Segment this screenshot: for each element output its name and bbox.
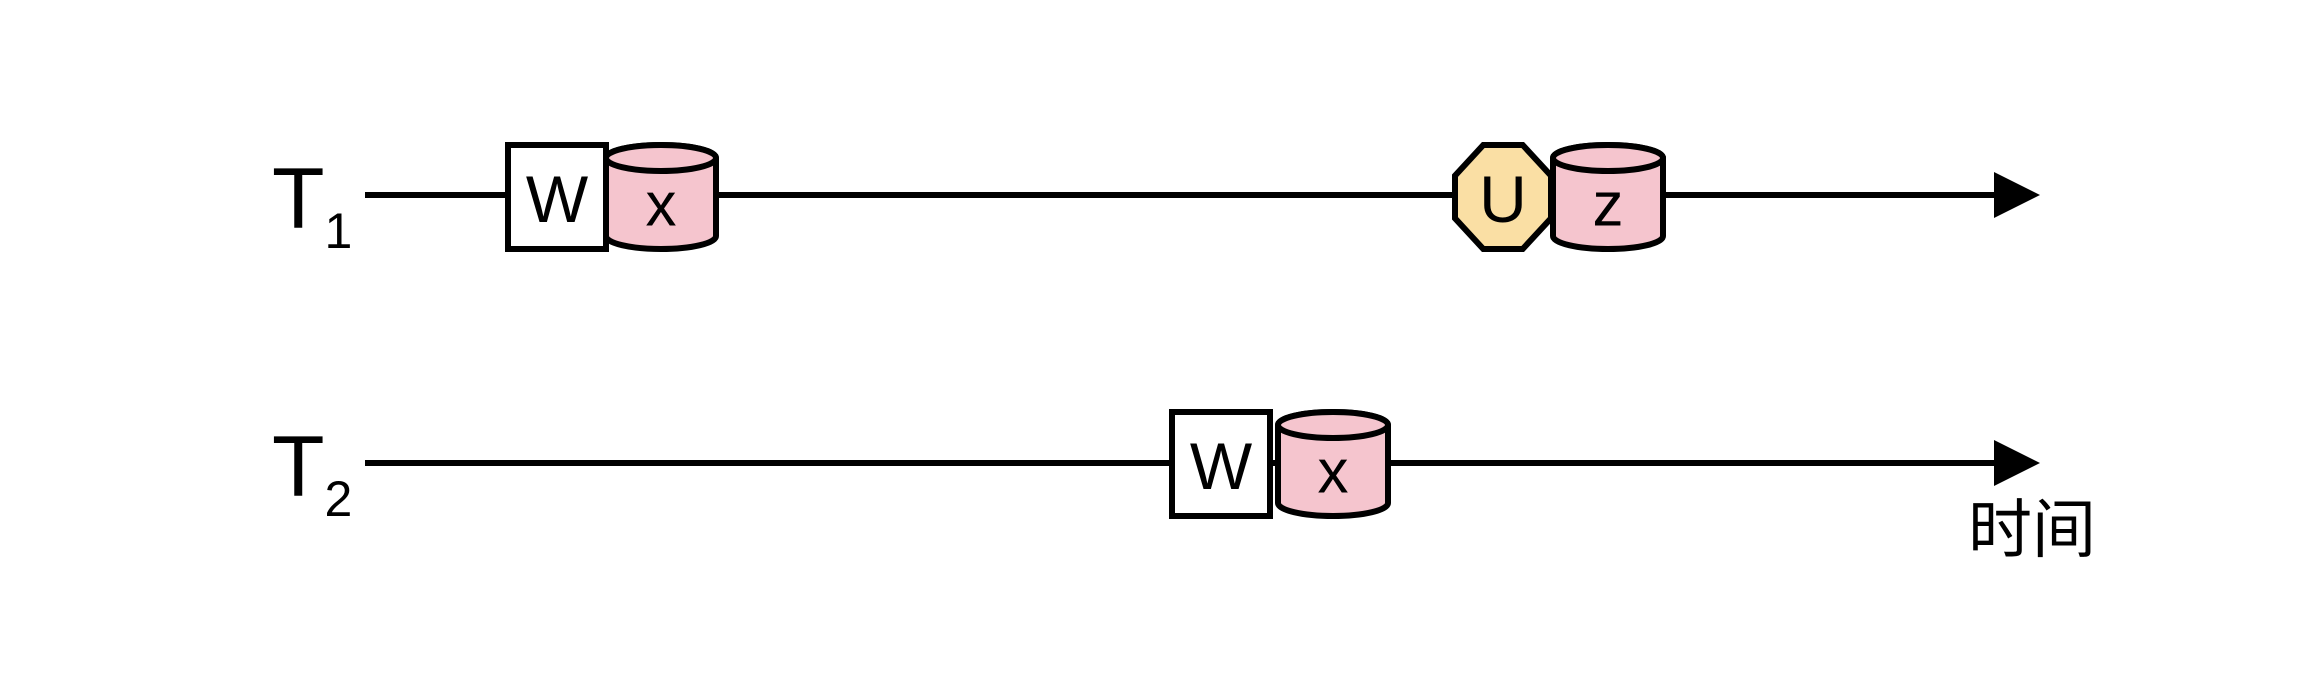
transaction-label-t1: T1 (272, 151, 352, 259)
timeline-arrow-head (1994, 172, 2040, 218)
data-item-label: x (1318, 438, 1349, 507)
data-item-cylinder-top (1275, 409, 1391, 441)
timeline-arrow-head (1994, 440, 2040, 486)
node-operation-box-w[interactable]: W (1169, 409, 1273, 519)
operation-box-label: W (1190, 429, 1253, 503)
time-axis-caption: 时间 (1968, 494, 2096, 566)
unlock-octagon-label: U (1479, 162, 1527, 236)
data-item-label: z (1593, 171, 1624, 240)
transaction-label-t2: T2 (272, 419, 352, 527)
data-item-cylinder-top (1550, 142, 1666, 174)
unlock-octagon-shape (1452, 142, 1554, 252)
node-operation-box-w[interactable]: W (505, 142, 609, 252)
operation-box-shape (1169, 409, 1273, 519)
data-item-label: x (646, 171, 677, 240)
node-unlock-operation-u[interactable]: U (1452, 142, 1554, 252)
operation-box-label: W (526, 162, 589, 236)
data-item-cylinder-top (603, 142, 719, 174)
node-data-item-x[interactable]: x (603, 142, 719, 252)
node-data-item-x[interactable]: x (1275, 409, 1391, 519)
node-data-item-z[interactable]: z (1550, 142, 1666, 252)
